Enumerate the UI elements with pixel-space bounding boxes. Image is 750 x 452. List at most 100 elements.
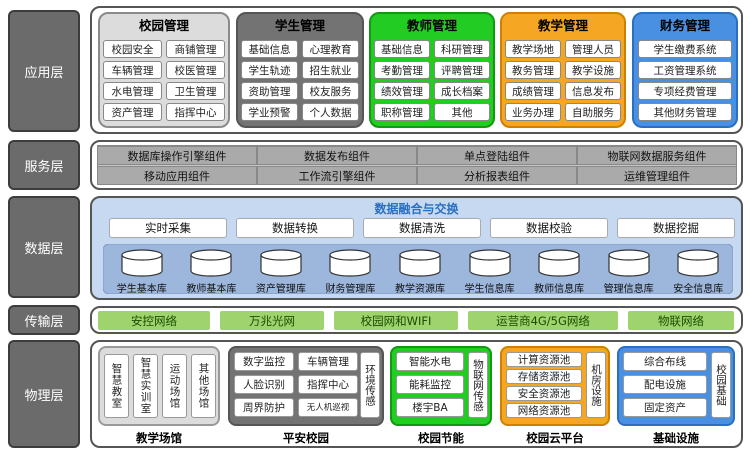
app-item[interactable]: 校医管理 — [166, 61, 225, 79]
app-item[interactable]: 其他 — [434, 103, 490, 121]
data-process[interactable]: 数据转换 — [236, 218, 354, 238]
service-component[interactable]: 移动应用组件 — [97, 166, 257, 185]
app-item[interactable]: 科研管理 — [434, 40, 490, 58]
database-label: 学生信息库 — [464, 284, 515, 295]
venue-item[interactable]: 运动场馆 — [162, 354, 187, 418]
app-item[interactable]: 商铺管理 — [166, 40, 225, 58]
physical-side-item[interactable]: 机房设施 — [586, 352, 606, 418]
physical-group-2: 数字监控车辆管理人脸识别指挥中心周界防护无人机巡视环境传感 — [228, 346, 384, 426]
security-side-item[interactable]: 环境传感 — [360, 352, 380, 418]
app-category-4: 教学管理教学场地管理人员教务管理教学设施成绩管理信息发布业务办理自助服务 — [500, 12, 626, 128]
layer-label-transmission: 传输层 — [8, 305, 80, 335]
physical-side-item[interactable]: 校园基础 — [711, 352, 731, 418]
app-item[interactable]: 成绩管理 — [505, 82, 561, 100]
physical-item[interactable]: 配电设施 — [623, 375, 707, 394]
security-item[interactable]: 车辆管理 — [298, 352, 358, 371]
database-icon — [677, 249, 719, 277]
app-item[interactable]: 考勤管理 — [374, 61, 430, 79]
database-label: 管理信息库 — [603, 284, 654, 295]
physical-item[interactable]: 固定资产 — [623, 398, 707, 417]
network-item[interactable]: 万兆光网 — [220, 311, 324, 330]
app-item[interactable]: 教学设施 — [565, 61, 621, 79]
app-item[interactable]: 个人数据 — [302, 103, 359, 121]
security-item[interactable]: 周界防护 — [234, 398, 294, 417]
physical-item[interactable]: 能耗监控 — [396, 375, 464, 394]
service-component[interactable]: 运维管理组件 — [577, 166, 737, 185]
physical-item[interactable]: 智能水电 — [396, 352, 464, 371]
app-item[interactable]: 资产管理 — [103, 103, 162, 121]
physical-item[interactable]: 计算资源池 — [506, 352, 582, 367]
physical-item[interactable]: 楼宇BA — [396, 398, 464, 417]
app-item[interactable]: 信息发布 — [565, 82, 621, 100]
database-label: 安全信息库 — [673, 284, 724, 295]
app-item[interactable]: 成长档案 — [434, 82, 490, 100]
app-item[interactable]: 绩效管理 — [374, 82, 430, 100]
venue-item[interactable]: 智慧实训室 — [133, 354, 158, 418]
service-component[interactable]: 分析报表组件 — [417, 166, 577, 185]
security-item[interactable]: 数字监控 — [234, 352, 294, 371]
database-icon — [399, 249, 441, 277]
app-item[interactable]: 专项经费管理 — [638, 82, 732, 100]
service-component[interactable]: 数据发布组件 — [257, 146, 417, 165]
service-component[interactable]: 工作流引擎组件 — [257, 166, 417, 185]
app-item[interactable]: 自助服务 — [565, 103, 621, 121]
physical-item[interactable]: 存储资源池 — [506, 369, 582, 384]
physical-side-item[interactable]: 物联网传感 — [468, 352, 488, 418]
physical-group-title: 校园节能 — [418, 431, 464, 445]
app-item[interactable]: 基础信息 — [374, 40, 430, 58]
app-item[interactable]: 车辆管理 — [103, 61, 162, 79]
app-item[interactable]: 职称管理 — [374, 103, 430, 121]
app-item[interactable]: 教学场地 — [505, 40, 561, 58]
app-item[interactable]: 业务办理 — [505, 103, 561, 121]
service-component[interactable]: 物联网数据服务组件 — [577, 146, 737, 165]
app-item[interactable]: 指挥中心 — [166, 103, 225, 121]
security-item[interactable]: 人脸识别 — [234, 375, 294, 394]
physical-item[interactable]: 综合布线 — [623, 352, 707, 371]
app-item[interactable]: 卫生管理 — [166, 82, 225, 100]
network-item[interactable]: 校园网和WIFI — [334, 311, 458, 330]
app-item[interactable]: 学生缴费系统 — [638, 40, 732, 58]
app-item[interactable]: 学业预警 — [241, 103, 298, 121]
database-label: 财务管理库 — [325, 284, 376, 295]
network-item[interactable]: 运营商4G/5G网络 — [468, 311, 618, 330]
app-item[interactable]: 校友服务 — [302, 82, 359, 100]
data-process[interactable]: 数据挖掘 — [617, 218, 735, 238]
app-item[interactable]: 管理人员 — [565, 40, 621, 58]
data-process[interactable]: 数据校验 — [490, 218, 608, 238]
database-icon — [190, 249, 232, 277]
physical-item[interactable]: 网络资源池 — [506, 403, 582, 418]
network-item[interactable]: 物联网络 — [628, 311, 734, 330]
app-category-title: 财务管理 — [659, 18, 710, 33]
service-component[interactable]: 单点登陆组件 — [417, 146, 577, 165]
venue-item[interactable]: 其他场馆 — [191, 354, 216, 418]
app-item[interactable]: 学生轨迹 — [241, 61, 298, 79]
app-item[interactable]: 教务管理 — [505, 61, 561, 79]
physical-group-title: 校园云平台 — [526, 431, 584, 445]
app-item[interactable]: 基础信息 — [241, 40, 298, 58]
app-item[interactable]: 心理教育 — [302, 40, 359, 58]
app-category-1: 校园管理校园安全商铺管理车辆管理校医管理水电管理卫生管理资产管理指挥中心 — [98, 12, 230, 128]
security-item[interactable]: 无人机巡视 — [298, 398, 358, 417]
security-item[interactable]: 指挥中心 — [298, 375, 358, 394]
app-item[interactable]: 资助管理 — [241, 82, 298, 100]
app-item[interactable]: 水电管理 — [103, 82, 162, 100]
database-label: 教学资源库 — [395, 284, 445, 295]
physical-group-title: 教学场馆 — [136, 431, 182, 445]
network-item[interactable]: 安控网络 — [98, 311, 210, 330]
database-icon — [329, 249, 372, 277]
physical-item[interactable]: 安全资源池 — [506, 386, 582, 401]
app-category-3: 教师管理基础信息科研管理考勤管理评聘管理绩效管理成长档案职称管理其他 — [369, 12, 495, 128]
app-item[interactable]: 评聘管理 — [434, 61, 490, 79]
physical-group-1: 智慧教室智慧实训室运动场馆其他场馆 — [98, 346, 220, 426]
service-component[interactable]: 数据库操作引擎组件 — [97, 146, 257, 165]
data-process[interactable]: 数据清洗 — [363, 218, 481, 238]
app-item[interactable]: 其他财务管理 — [638, 103, 732, 121]
data-process[interactable]: 实时采集 — [109, 218, 227, 238]
database-icon — [121, 249, 163, 277]
venue-item[interactable]: 智慧教室 — [104, 354, 129, 418]
app-item[interactable]: 工资管理系统 — [638, 61, 732, 79]
data-exchange-title: 数据融合与交换 — [374, 202, 459, 216]
app-item[interactable]: 校园安全 — [103, 40, 162, 58]
app-item[interactable]: 招生就业 — [302, 61, 359, 79]
